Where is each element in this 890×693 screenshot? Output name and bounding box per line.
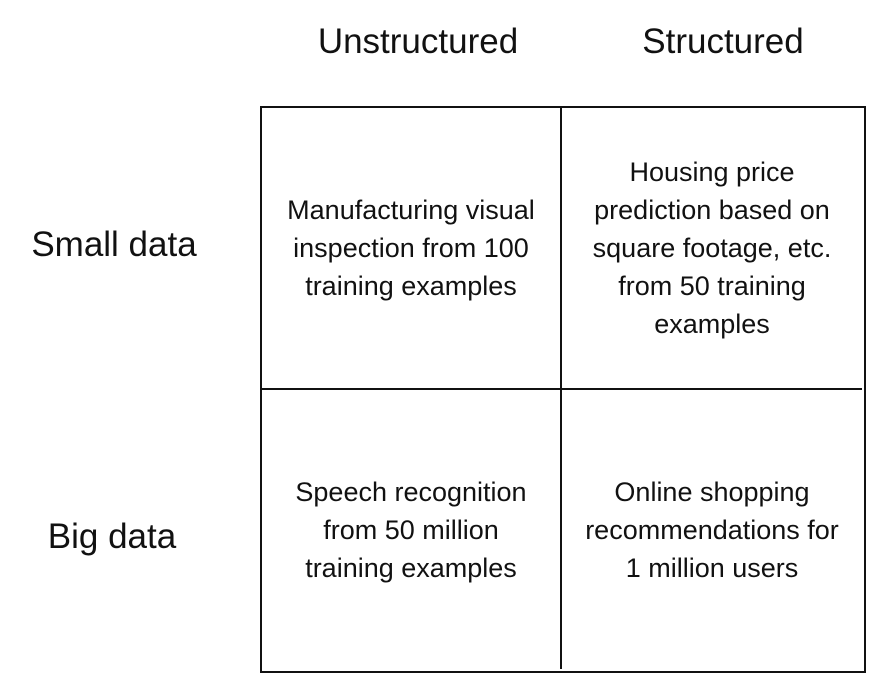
column-header-unstructured: Unstructured [317, 22, 519, 61]
cell-text: Manufacturing visual inspection from 100… [287, 195, 535, 301]
cell-small-unstructured: Manufacturing visual inspection from 100… [262, 108, 562, 390]
cell-text: Speech recognition from 50 million train… [295, 476, 527, 583]
row-label-small-data: Small data [31, 225, 197, 264]
column-header-structured: Structured [642, 22, 804, 61]
row-label-big-data: Big data [47, 517, 177, 556]
data-matrix: Manufacturing visual inspection from 100… [260, 106, 866, 673]
cell-big-structured: Online shopping recommendations for 1 mi… [562, 390, 862, 669]
cell-small-structured: Housing price prediction based on square… [562, 108, 862, 390]
cell-text: Housing price prediction based on square… [592, 157, 832, 339]
cell-text: Online shopping recommendations for 1 mi… [585, 476, 839, 583]
cell-big-unstructured: Speech recognition from 50 million train… [262, 390, 562, 669]
